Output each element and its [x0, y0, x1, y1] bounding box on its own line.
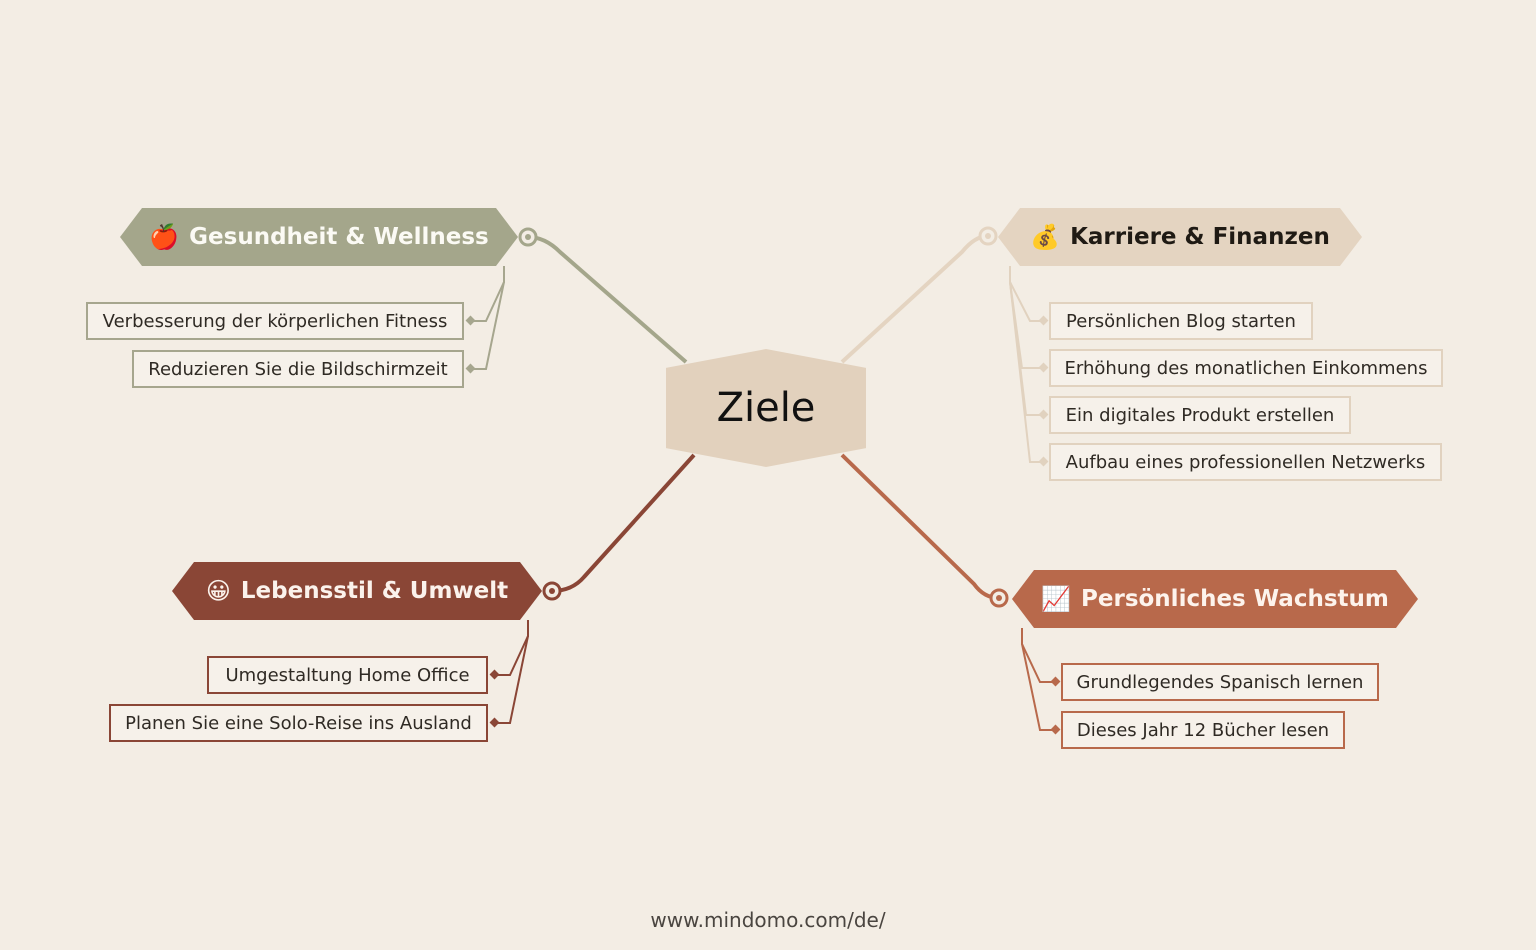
branch-lifestyle[interactable]: 😀 Lebensstil & Umwelt [172, 562, 542, 620]
leaf-home-office[interactable]: Umgestaltung Home Office [207, 656, 488, 694]
leaf-digital-product[interactable]: Ein digitales Produkt erstellen [1049, 396, 1351, 434]
leaf-label: Grundlegendes Spanisch lernen [1076, 671, 1364, 693]
branch-health-label: Gesundheit & Wellness [189, 224, 489, 250]
branch-growth[interactable]: 📈 Persönliches Wachstum [1012, 570, 1418, 628]
connector-health [527, 235, 688, 364]
leaf-label: Reduzieren Sie die Bildschirmzeit [148, 358, 448, 380]
leaf-income[interactable]: Erhöhung des monatlichen Einkommens [1049, 349, 1443, 387]
leaf-solo-trip[interactable]: Planen Sie eine Solo-Reise ins Ausland [109, 704, 488, 742]
branch-career[interactable]: 💰 Karriere & Finanzen [998, 208, 1362, 266]
leaf-fitness[interactable]: Verbesserung der körperlichen Fitness [86, 302, 464, 340]
leaf-label: Verbesserung der körperlichen Fitness [102, 310, 448, 332]
branch-career-label: Karriere & Finanzen [1070, 224, 1330, 250]
apple-icon: 🍎 [149, 223, 180, 251]
chart-increasing-icon: 📈 [1041, 585, 1072, 613]
central-topic[interactable]: Ziele [666, 349, 866, 467]
footer-url: www.mindomo.com/de/ [650, 908, 886, 932]
leaf-label: Erhöhung des monatlichen Einkommens [1064, 357, 1428, 379]
leaf-label: Dieses Jahr 12 Bücher lesen [1076, 719, 1330, 741]
connector-growth [840, 453, 1000, 600]
leaf-label: Planen Sie eine Solo-Reise ins Ausland [125, 712, 472, 734]
leaf-screen-time[interactable]: Reduzieren Sie die Bildschirmzeit [132, 350, 464, 388]
leaf-label: Aufbau eines professionellen Netzwerks [1065, 451, 1426, 473]
branch-growth-label: Persönliches Wachstum [1081, 586, 1389, 612]
leaf-network[interactable]: Aufbau eines professionellen Netzwerks [1049, 443, 1442, 481]
connector-career [840, 234, 989, 364]
leaf-books[interactable]: Dieses Jahr 12 Bücher lesen [1061, 711, 1345, 749]
connector-lifestyle [551, 453, 696, 593]
money-bag-icon: 💰 [1030, 223, 1061, 251]
leaf-blog[interactable]: Persönlichen Blog starten [1049, 302, 1313, 340]
leaf-label: Persönlichen Blog starten [1066, 310, 1296, 332]
central-topic-label: Ziele [716, 385, 816, 431]
grinning-face-icon: 😀 [205, 577, 231, 605]
branch-lifestyle-label: Lebensstil & Umwelt [240, 578, 509, 604]
leaf-spanish[interactable]: Grundlegendes Spanisch lernen [1061, 663, 1379, 701]
leaf-label: Umgestaltung Home Office [225, 664, 470, 686]
leaf-label: Ein digitales Produkt erstellen [1065, 404, 1335, 426]
branch-health[interactable]: 🍎 Gesundheit & Wellness [120, 208, 518, 266]
